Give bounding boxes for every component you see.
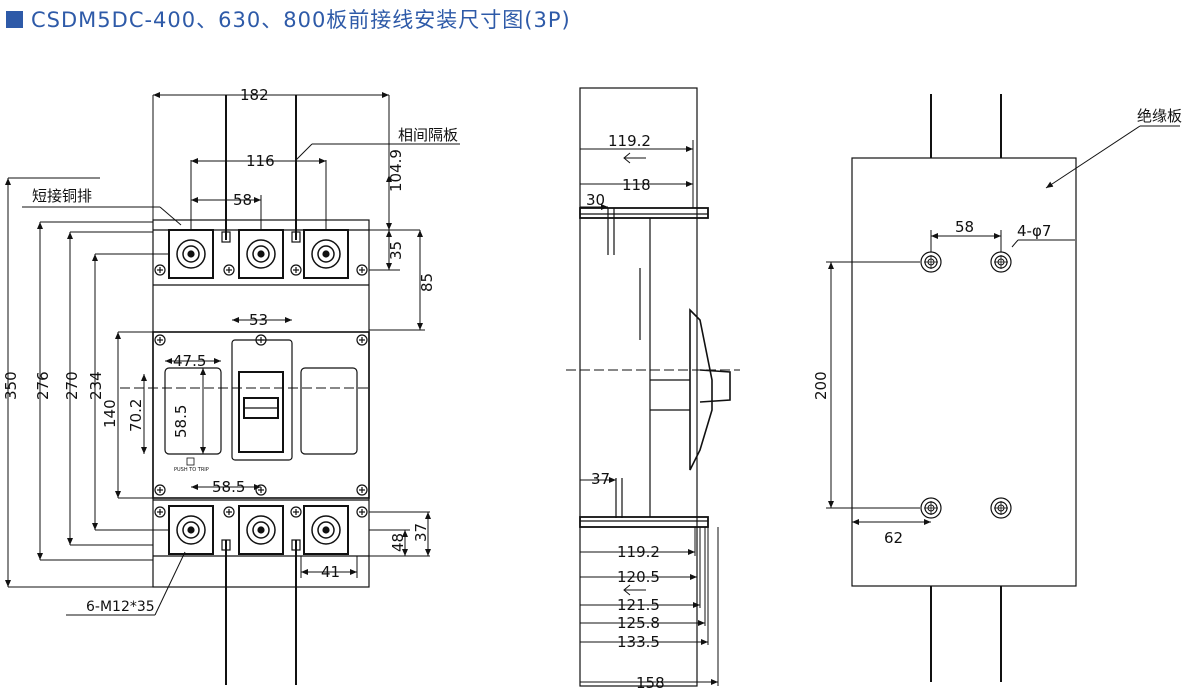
label-push-to-trip: PUSH TO TRIP (174, 467, 209, 473)
label-insulation-board: 绝缘板 (1137, 107, 1182, 125)
dim-158: 158 (636, 674, 665, 689)
dim-276: 276 (34, 371, 52, 400)
front-dimensions (5, 92, 460, 616)
dim-37-side: 37 (591, 470, 610, 488)
dim-hole-pitch: 58 (955, 218, 974, 236)
dim-119-2-top: 119.2 (608, 132, 651, 150)
dim-53: 53 (249, 311, 268, 329)
dim-182: 182 (240, 86, 269, 104)
front-cover (152, 331, 370, 499)
dim-70-2: 70.2 (127, 399, 145, 432)
insulation-board-outline (851, 157, 1077, 587)
dim-133-5: 133.5 (617, 633, 660, 651)
dim-41: 41 (321, 563, 340, 581)
label-holes: 4-φ7 (1017, 222, 1051, 240)
title-bar: CSDM5DC-400、630、800板前接线安装尺寸图(3P) (6, 4, 571, 34)
dim-200: 200 (812, 371, 830, 400)
side-body-outline (579, 87, 698, 687)
side-dimension-text: 119.2 118 30 37 119.2 120.5 121.5 125.8 … (586, 132, 665, 689)
dim-125-8: 125.8 (617, 614, 660, 632)
dim-116: 116 (246, 152, 275, 170)
dim-47-5: 47.5 (173, 352, 206, 370)
dim-58: 58 (233, 191, 252, 209)
label-bolts: 6-M12*35 (86, 599, 155, 615)
panel-view (851, 94, 1077, 682)
label-busbar: 短接铜排 (32, 187, 92, 205)
side-view (566, 87, 740, 687)
dim-58-5-vertical: 58.5 (172, 405, 190, 438)
dim-140: 140 (101, 399, 119, 428)
dim-62: 62 (884, 529, 903, 547)
dim-121-5: 121.5 (617, 596, 660, 614)
label-phase-barrier: 相间隔板 (398, 126, 458, 144)
dim-118: 118 (622, 176, 651, 194)
dim-48: 48 (389, 533, 407, 552)
dim-119-2: 119.2 (617, 543, 660, 561)
dim-350: 350 (2, 371, 20, 400)
title-bullet-icon (6, 10, 23, 28)
dim-37-front: 37 (412, 523, 430, 542)
dim-104-9: 104.9 (387, 149, 405, 192)
page-title: CSDM5DC-400、630、800板前接线安装尺寸图(3P) (31, 8, 571, 32)
dim-30: 30 (586, 191, 605, 209)
dim-85: 85 (418, 273, 436, 292)
dim-35: 35 (387, 241, 405, 260)
dim-58-5-bottom: 58.5 (212, 478, 245, 496)
panel-dimensions (826, 125, 1180, 525)
panel-dimension-text: 58 200 62 4-φ7 绝缘板 (812, 107, 1182, 547)
front-view (120, 95, 372, 685)
dim-270: 270 (63, 371, 81, 400)
dim-234: 234 (87, 371, 105, 400)
side-dimensions (580, 140, 719, 686)
dim-120-5: 120.5 (617, 568, 660, 586)
front-dimension-text: 182 116 58 104.9 35 85 53 47.5 58.5 70.2… (2, 86, 458, 615)
